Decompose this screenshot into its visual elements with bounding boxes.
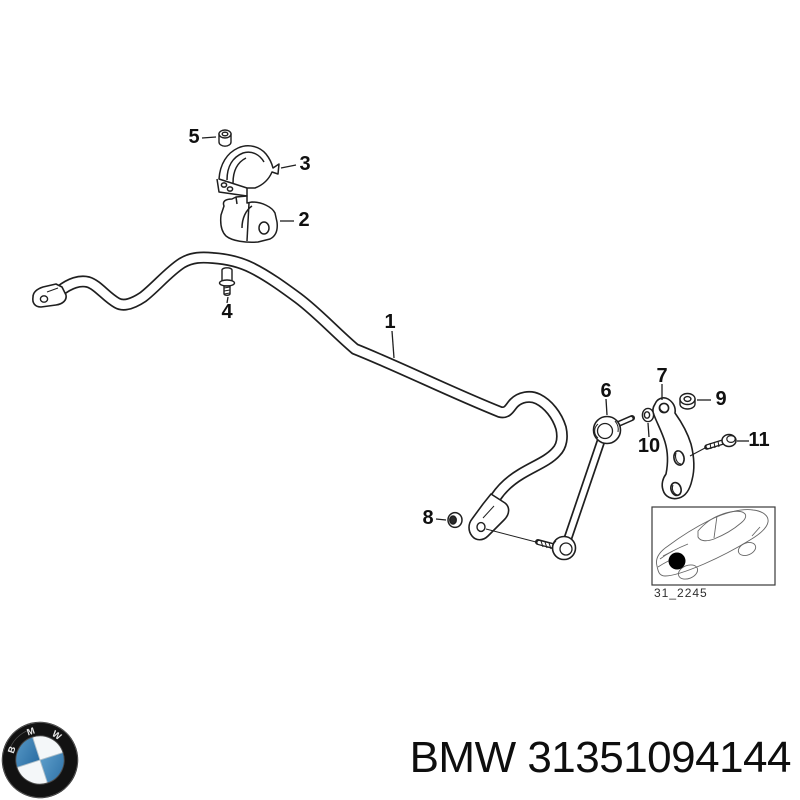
car-location-inset (651, 506, 776, 586)
callout-11: 11 (748, 429, 770, 451)
callout-2: 2 (298, 209, 310, 231)
nut-drawing-5 (218, 129, 232, 147)
nut-drawing-8 (447, 511, 463, 529)
callout-4: 4 (221, 301, 233, 323)
callout-6: 6 (600, 380, 612, 402)
callout-5: 5 (188, 126, 200, 148)
clamp-bracket-drawing (216, 145, 280, 197)
inset-reference-label: 31_2245 (654, 586, 708, 600)
car-sketch (656, 509, 769, 580)
stabilizer-link-drawing (535, 415, 635, 561)
callout-7: 7 (656, 365, 668, 387)
bracket-arm-drawing (652, 397, 695, 500)
location-dot (668, 552, 686, 570)
bolt-drawing-11 (704, 433, 737, 450)
washer-drawing-10 (641, 407, 655, 423)
callout-9: 9 (715, 388, 727, 410)
parts-diagram-artwork (32, 129, 776, 586)
bolt-drawing-4 (218, 267, 236, 296)
leader-lines (201, 136, 749, 543)
bmw-logo: B M W (1, 721, 79, 799)
nut-drawing-9 (679, 392, 696, 410)
callout-1: 1 (384, 311, 396, 333)
stabilizer-bar-drawing (32, 251, 568, 541)
bushing-drawing (219, 195, 278, 243)
inset-frame (651, 506, 776, 586)
callout-8: 8 (422, 507, 434, 529)
callout-3: 3 (299, 153, 311, 175)
part-number-text: BMW 31351094144 (409, 733, 792, 782)
bar-bottom-eye (468, 493, 510, 541)
callout-10: 10 (637, 435, 661, 457)
logo-letter-m: M (26, 726, 37, 738)
bar-left-eye (32, 283, 67, 308)
logo-letter-b: B (6, 745, 18, 755)
